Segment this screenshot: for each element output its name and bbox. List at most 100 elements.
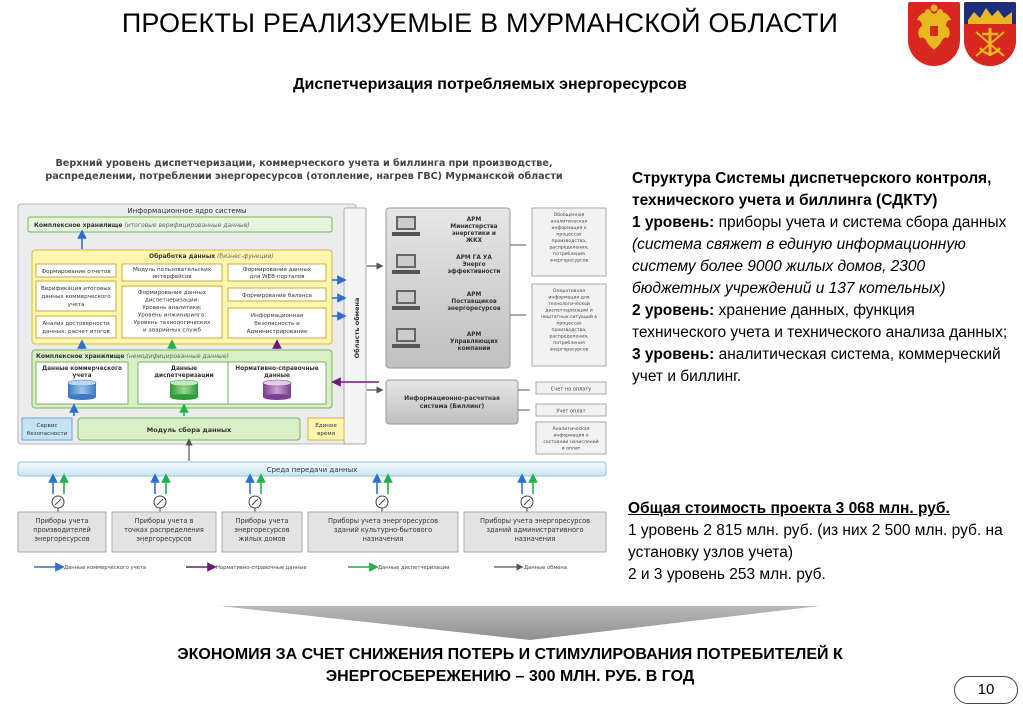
workstation-icon: [392, 290, 420, 310]
arm-1-line1: АРМ: [467, 217, 482, 223]
information-core-title: Информационное ядро системы: [127, 207, 246, 215]
devices-distribution-line1: Приборы учета в: [135, 517, 194, 525]
interfaces-box: [121, 263, 223, 282]
balance-box: [227, 287, 327, 302]
devices-residential-line1: Приборы учета: [236, 517, 289, 525]
exchange-area-label: Область обмена: [353, 298, 361, 359]
devices-distribution-box: [111, 511, 217, 553]
web-line2: для WEB-порталов: [249, 274, 304, 280]
payment-tracking-box: [535, 403, 607, 417]
devices-producers-line3: энергоресурсов: [34, 535, 89, 543]
savings-line1: ЭКОНОМИЯ ЗА СЧЕТ СНИЖЕНИЯ ПОТЕРЬ И СТИМУ…: [177, 646, 843, 663]
security-line1: Информационная: [251, 313, 303, 319]
database-reference-icon: [262, 379, 292, 400]
devices-producers-box: [17, 511, 107, 553]
cost-line2: 2 и 3 уровень 253 млн. руб.: [628, 566, 826, 583]
arm-3-line3: энергоресурсов: [447, 306, 500, 312]
operational-info-line1: Оперативная: [553, 288, 585, 294]
storage-verified-bar: [27, 216, 333, 233]
meter-icon: [51, 495, 534, 509]
savings-conclusion: ЭКОНОМИЯ ЗА СЧЕТ СНИЖЕНИЯ ПОТЕРЬ И СТИМУ…: [80, 644, 940, 688]
diagram-heading-line2: распределении, потреблении энергоресурсо…: [45, 170, 562, 182]
billing-info-line2: информация о: [553, 433, 588, 439]
structure-heading: Структура Системы диспетчерского контрол…: [632, 170, 992, 209]
single-time-line1: Единое: [315, 423, 337, 429]
storage-top-label: Комплексное хранилище (итоговые верифици…: [34, 222, 250, 229]
arm-1-line4: ЖКХ: [466, 238, 483, 244]
general-info-line1: Обобщенная: [554, 212, 585, 218]
cost-heading: Общая стоимость проекта 3 068 млн. руб.: [628, 500, 950, 517]
billing-info-line3: состоянии начислений: [543, 438, 598, 445]
processing-label: Обработка данных (бизнес-функции): [149, 253, 274, 260]
level2-paragraph: 2 уровень: хранение данных, функция техн…: [632, 300, 1012, 344]
legend-commercial: Данные коммерческого учета: [64, 565, 146, 571]
payment-tracking-label: Учет оплат: [556, 409, 585, 415]
dispatch-line4: Уровень инжиниринга;: [138, 313, 206, 319]
dispatch-line1: Формирование данных: [138, 290, 207, 296]
invoice-label: Счет на оплату: [551, 387, 591, 393]
diagram-heading-line1: Верхний уровень диспетчеризации, коммерч…: [56, 157, 553, 169]
operational-info-line2: информация для: [548, 295, 589, 301]
arm-2-line2: Энерго: [462, 262, 485, 268]
dispatch-line6: и аварийных служб: [143, 327, 202, 334]
workstation-icon: [392, 216, 420, 236]
security-admin-box: [227, 307, 327, 339]
level1-label: 1 уровень:: [632, 214, 715, 231]
billing-line1: Информационно-расчетная: [404, 395, 500, 402]
murmansk-oblast-emblem-icon: [964, 2, 1016, 66]
operational-info-line7: производства,: [551, 328, 587, 333]
legend-exchange: Данные обмена: [524, 565, 567, 571]
dispatch-line3: Уровень аналитики;: [142, 305, 201, 311]
arm-4-line3: компании: [458, 346, 491, 352]
verification-box: [35, 280, 117, 312]
structure-description: Структура Системы диспетчерского контрол…: [632, 168, 1012, 388]
commercial-data-line2: учета: [73, 373, 92, 379]
operational-info-line9: потребления: [553, 340, 585, 346]
devices-administrative-line2: зданий административного: [486, 526, 583, 534]
devices-administrative-line1: Приборы учета энергоресурсов: [480, 517, 590, 525]
transfer-environment-bar: [17, 461, 607, 477]
devices-distribution-line3: энергоресурсов: [136, 535, 191, 543]
operational-info-line6: процессах: [556, 322, 582, 327]
general-info-line4: процессах: [556, 233, 582, 238]
dispatch-data-line2: диспетчеризации: [154, 373, 213, 379]
security-line3: Администрирование: [247, 329, 308, 335]
page-number: 10: [954, 676, 1018, 704]
commercial-data-line1: Данные коммерческого: [42, 366, 122, 372]
general-info-box: [531, 207, 607, 277]
devices-cultural-line3: назначения: [363, 535, 404, 543]
devices-cultural-line1: Приборы учета энергоресурсов: [328, 517, 438, 525]
general-info-line3: информация о: [551, 225, 586, 231]
general-info-line6: распределения,: [550, 246, 590, 251]
analysis-line2: данных, расчет итогов: [42, 329, 110, 335]
general-info-line8: энергоресурсов: [550, 259, 589, 264]
arm-4-line2: Управляющих: [450, 339, 498, 345]
dispatch-line2: диспетчеризации:: [145, 298, 199, 304]
operational-info-box: [531, 283, 607, 367]
devices-residential-box: [221, 511, 303, 553]
devices-residential-line3: жилых домов: [238, 535, 285, 543]
operational-info-line5: нештатных ситуаций в: [541, 313, 597, 320]
storage-bottom-label: Комплексное хранилище (немодифицированны…: [36, 353, 229, 360]
web-line1: Формирование данных: [243, 267, 312, 273]
billing-info-line1: Аналитическая: [553, 426, 590, 432]
level1-paragraph: 1 уровень: приборы учета и система сбора…: [632, 212, 1012, 300]
invoice-box: [535, 381, 607, 395]
level1-italic: (система свяжет в единую информационную …: [632, 236, 966, 297]
page-subtitle: Диспетчеризация потребляемых энергоресур…: [293, 76, 687, 93]
devices-producers-line2: производителей: [33, 526, 91, 534]
single-time-line2: время: [317, 431, 335, 437]
level3-label: 3 уровень:: [632, 346, 715, 363]
reference-data-line1: Нормативно-справочные: [235, 366, 318, 372]
analysis-line1: Анализ достоверности: [42, 321, 110, 327]
arm-1-line3: энергетики и: [452, 231, 496, 237]
savings-line2: ЭНЕРГОСБЕРЕЖЕНИЮ – 300 МЛН. РУБ. В ГОД: [325, 668, 695, 685]
page-title: ПРОЕКТЫ РЕАЛИЗУЕМЫЕ В МУРМАНСКОЙ ОБЛАСТИ: [121, 8, 839, 38]
cost-line1: 1 уровень 2 815 млн. руб. (из них 2 500 …: [628, 522, 1003, 561]
database-dispatch-icon: [169, 379, 199, 400]
devices-cultural-box: [307, 511, 459, 553]
security-service-box: [21, 417, 73, 441]
devices-cultural-line2: зданий культурно-бытового: [334, 526, 432, 534]
devices-administrative-box: [463, 511, 607, 553]
operational-info-line10: энергоресурсов: [550, 348, 589, 353]
